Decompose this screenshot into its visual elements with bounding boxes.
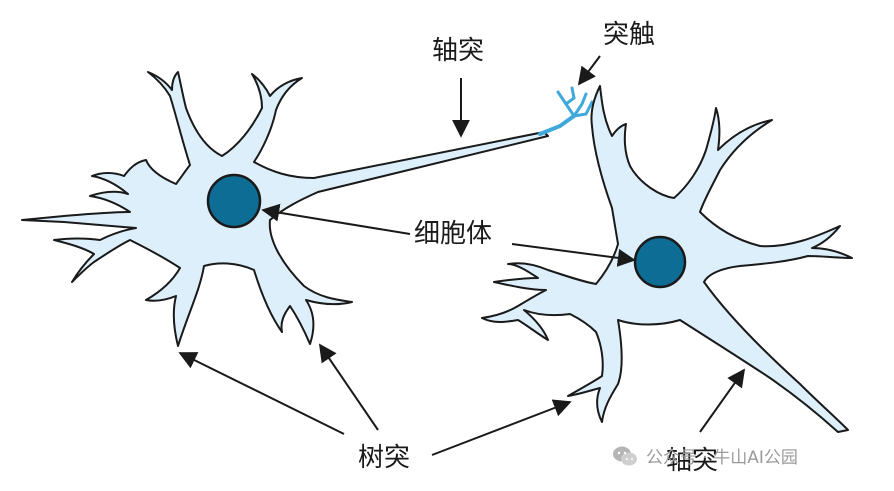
label-axon-bottom: 轴突 — [666, 446, 719, 476]
label-synapse: 突触 — [603, 20, 656, 50]
wechat-icon — [613, 446, 637, 465]
watermark: 公众号 · 牛山AI公园 — [612, 443, 798, 468]
left-cell-body — [21, 71, 549, 347]
arrow-dendrite-mid — [318, 343, 379, 431]
arrow-cell-body-right — [511, 243, 636, 267]
watermark-text: 公众号 · 牛山AI公园 — [646, 448, 798, 468]
arrow-dendrite-left — [178, 352, 345, 435]
label-cell-body: 细胞体 — [414, 219, 493, 249]
arrow-axon-bottom — [699, 368, 746, 433]
right-neuron — [481, 85, 853, 433]
synapse-terminal — [538, 86, 594, 136]
annotation-arrows — [178, 55, 746, 456]
left-nucleus — [206, 173, 262, 229]
arrow-dendrite-right — [431, 399, 572, 456]
label-axon-top: 轴突 — [432, 36, 485, 66]
right-nucleus — [633, 235, 687, 289]
arrow-synapse — [577, 55, 601, 86]
arrow-cell-body-left — [261, 203, 411, 235]
left-neuron — [21, 71, 549, 347]
label-dendrite: 树突 — [358, 443, 411, 473]
